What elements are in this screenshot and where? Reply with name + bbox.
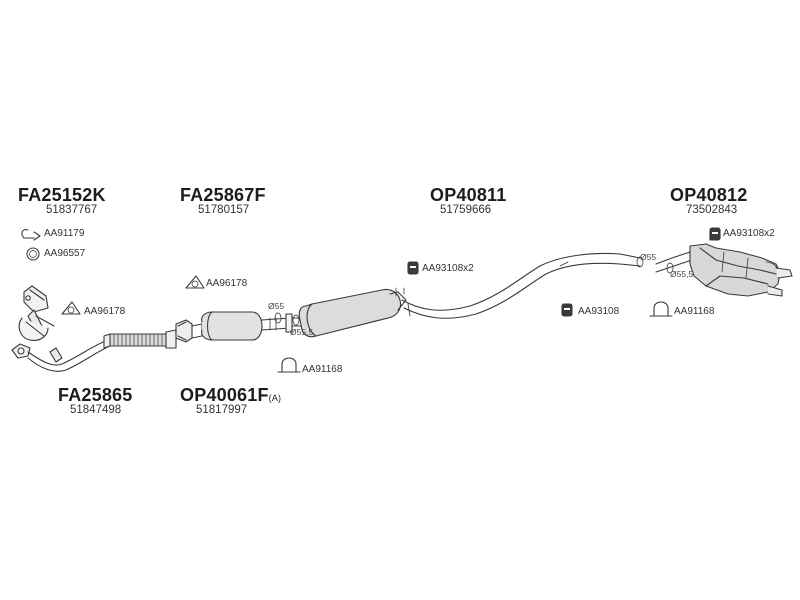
front-silencer-icon xyxy=(175,311,293,343)
rubber-mount-icon xyxy=(407,261,419,275)
ring-gasket-icon xyxy=(26,247,40,261)
accessory-code-aa96178: AA96178 xyxy=(84,306,126,317)
triangle-gasket-icon xyxy=(185,275,205,289)
part-variant-suffix: (A) xyxy=(268,393,282,403)
diameter-marker-icon xyxy=(274,256,674,326)
center-pipe-icon xyxy=(401,252,641,319)
part-number-op40812: OP40812 xyxy=(670,185,748,205)
accessory-code-aa93108x2: AA93108x2 xyxy=(422,263,474,274)
rear-silencer-icon xyxy=(655,229,793,297)
triangle-gasket-icon xyxy=(61,301,81,315)
diameter-label: Ø55,5 xyxy=(290,327,314,337)
accessory-code-aa93108x2: AA93108x2 xyxy=(723,228,775,239)
accessory-code-aa93108: AA93108 xyxy=(578,306,620,317)
diameter-label: Ø55 xyxy=(268,301,285,311)
oem-number-51759666: 51759666 xyxy=(440,204,492,216)
rubber-mount-icon xyxy=(561,303,573,317)
front-downpipe-icon xyxy=(11,339,111,372)
catalytic-converter-icon xyxy=(18,285,55,341)
part-number-text: OP40061F xyxy=(180,385,269,405)
u-clamp-icon xyxy=(277,357,301,373)
flex-pipe-icon xyxy=(103,329,177,349)
oem-number-51780157: 51780157 xyxy=(198,204,250,216)
accessory-code-aa91168: AA91168 xyxy=(302,364,343,375)
diameter-label: Ø55 xyxy=(640,252,657,262)
clamp-icon xyxy=(21,229,41,241)
accessory-code-aa91179: AA91179 xyxy=(44,228,85,239)
part-number-fa25865: FA25865 xyxy=(58,385,133,405)
accessory-code-aa96557: AA96557 xyxy=(44,248,86,259)
accessory-code-aa91168: AA91168 xyxy=(674,306,715,317)
part-number-op40061f: OP40061F(A) xyxy=(180,386,281,404)
part-number-fa25152k: FA25152K xyxy=(18,185,106,205)
oem-number-51817997: 51817997 xyxy=(196,404,248,416)
part-number-op40811: OP40811 xyxy=(430,185,507,205)
oem-number-51847498: 51847498 xyxy=(70,404,122,416)
u-clamp-icon xyxy=(649,301,673,317)
middle-silencer-icon xyxy=(291,287,407,338)
oem-number-51837767: 51837767 xyxy=(46,204,98,216)
rubber-mount-icon xyxy=(709,227,721,241)
oem-number-73502843: 73502843 xyxy=(686,204,738,216)
part-number-fa25867f: FA25867F xyxy=(180,185,266,205)
accessory-code-aa96178: AA96178 xyxy=(206,278,248,289)
diameter-label: Ø55,5 xyxy=(670,269,694,279)
